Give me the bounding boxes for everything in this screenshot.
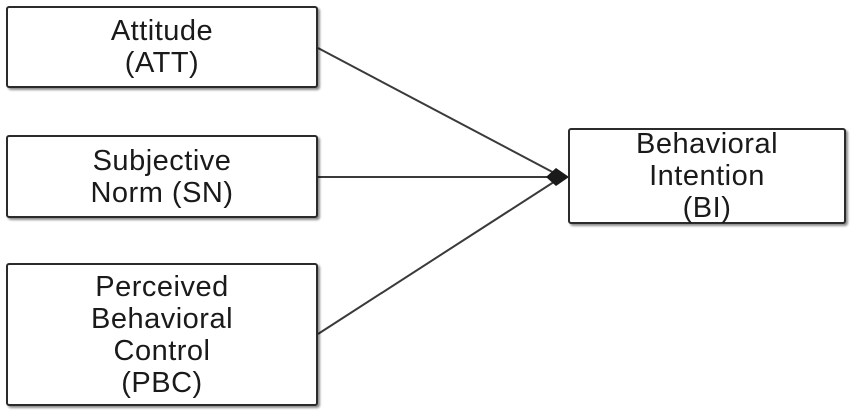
node-subjective-norm-line-2: Norm (SN): [90, 176, 234, 209]
edge-pbc-to-bi: [317, 177, 561, 335]
node-pbc-line-4: (PBC): [121, 366, 203, 399]
node-bi-line-2: Intention: [649, 160, 765, 192]
node-attitude: Attitude (ATT): [6, 6, 318, 88]
node-subjective-norm-line-1: Subjective: [92, 144, 232, 177]
node-bi-line-3: (BI): [682, 192, 732, 224]
node-pbc-line-2: Behavioral: [90, 302, 234, 335]
node-subjective-norm: Subjective Norm (SN): [6, 135, 318, 218]
arrowhead-icon: [546, 168, 569, 186]
node-bi-line-1: Behavioral: [635, 128, 779, 160]
node-attitude-line-2: (ATT): [124, 47, 200, 79]
node-pbc-line-1: Perceived: [95, 270, 229, 303]
node-perceived-behavioral-control: Perceived Behavioral Control (PBC): [6, 263, 318, 406]
node-behavioral-intention: Behavioral Intention (BI): [568, 128, 846, 224]
node-attitude-line-1: Attitude: [110, 15, 214, 47]
edge-att-to-bi: [317, 47, 561, 177]
node-pbc-line-3: Control: [113, 334, 211, 367]
